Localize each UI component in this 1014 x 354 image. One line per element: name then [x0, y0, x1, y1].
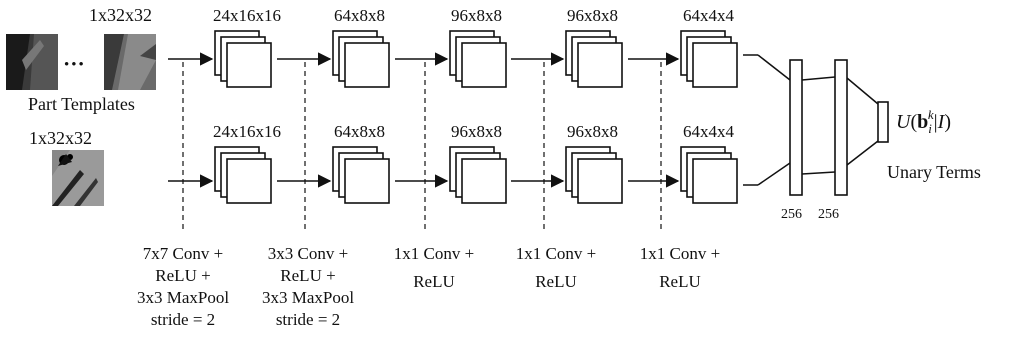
- svg-text:ReLU: ReLU: [659, 272, 701, 291]
- feature-map: [692, 42, 738, 88]
- op-label-1: 7x7 Conv + ReLU + 3x3 MaxPool stride = 2: [137, 244, 229, 329]
- fc-layer-2: [834, 59, 848, 196]
- stage-top-4-size: 96x8x8: [567, 6, 618, 25]
- svg-text:ReLU +: ReLU +: [155, 266, 210, 285]
- stack-bottom-3: [449, 146, 507, 204]
- stage-bottom-3-size: 96x8x8: [451, 122, 502, 141]
- op-label-4: 1x1 Conv + ReLU: [516, 244, 596, 291]
- op-label-2: 3x3 Conv + ReLU + 3x3 MaxPool stride = 2: [262, 244, 354, 329]
- feature-map: [344, 42, 390, 88]
- svg-text:ReLU +: ReLU +: [280, 266, 335, 285]
- unary-formula: U(bik|I): [896, 107, 951, 136]
- feature-map: [577, 42, 623, 88]
- feature-map: [461, 42, 507, 88]
- stage-bottom-1-size: 24x16x16: [213, 122, 281, 141]
- stage-bottom-4-size: 96x8x8: [567, 122, 618, 141]
- stack-bottom-4: [565, 146, 623, 204]
- stack-top-3: [449, 30, 507, 88]
- stage-labels-layer: 24x16x16 64x8x8 96x8x8 96x8x8 64x4x4 24x…: [213, 6, 735, 141]
- svg-text:1x1 Conv +: 1x1 Conv +: [516, 244, 596, 263]
- stack-top-5: [680, 30, 738, 88]
- svg-text:stride = 2: stride = 2: [276, 310, 340, 329]
- fc-layer-1: [789, 59, 803, 196]
- op-label-5: 1x1 Conv + ReLU: [640, 244, 720, 291]
- template-thumbnail-2: [104, 34, 156, 90]
- svg-text:ReLU: ReLU: [535, 272, 577, 291]
- fc-1-units: 256: [781, 207, 802, 222]
- svg-text:3x3 Conv +: 3x3 Conv +: [268, 244, 348, 263]
- stack-top-2: [332, 30, 390, 88]
- stage-top-5-size: 64x4x4: [683, 6, 735, 25]
- feature-map: [461, 158, 507, 204]
- feature-map: [344, 158, 390, 204]
- svg-text:ReLU: ReLU: [413, 272, 455, 291]
- connections-layer: [168, 52, 758, 232]
- output-layer: [877, 101, 889, 143]
- svg-text:U(bik|I): U(bik|I): [896, 107, 951, 136]
- stage-top-1-size: 24x16x16: [213, 6, 281, 25]
- template-top-size: 1x32x32: [89, 5, 152, 25]
- fc-section: 256 256: [757, 54, 889, 222]
- stage-top-2-size: 64x8x8: [334, 6, 385, 25]
- template-bottom-size: 1x32x32: [29, 128, 92, 148]
- svg-text:1x1 Conv +: 1x1 Conv +: [394, 244, 474, 263]
- stack-top-1: [214, 30, 272, 88]
- ellipsis-dots: •••: [64, 57, 86, 73]
- feature-map: [692, 158, 738, 204]
- op-label-3: 1x1 Conv + ReLU: [394, 244, 474, 291]
- feature-map: [577, 158, 623, 204]
- stack-bottom-5: [680, 146, 738, 204]
- svg-text:stride = 2: stride = 2: [151, 310, 215, 329]
- stack-top-4: [565, 30, 623, 88]
- stack-bottom-2: [332, 146, 390, 204]
- stage-bottom-5-size: 64x4x4: [683, 122, 735, 141]
- stage-stacks-layer: [214, 30, 738, 204]
- stage-bottom-2-size: 64x8x8: [334, 122, 385, 141]
- template-thumbnail-input: [52, 150, 104, 206]
- unary-terms-caption: Unary Terms: [887, 162, 981, 182]
- stack-bottom-1: [214, 146, 272, 204]
- stage-top-3-size: 96x8x8: [451, 6, 502, 25]
- template-thumbnail-1: [6, 34, 58, 90]
- svg-text:1x1 Conv +: 1x1 Conv +: [640, 244, 720, 263]
- part-templates-caption: Part Templates: [28, 94, 135, 114]
- feature-map: [226, 158, 272, 204]
- svg-text:7x7 Conv +: 7x7 Conv +: [143, 244, 223, 263]
- fc-2-units: 256: [818, 207, 839, 222]
- svg-text:3x3 MaxPool: 3x3 MaxPool: [262, 288, 354, 307]
- svg-text:3x3 MaxPool: 3x3 MaxPool: [137, 288, 229, 307]
- feature-map: [226, 42, 272, 88]
